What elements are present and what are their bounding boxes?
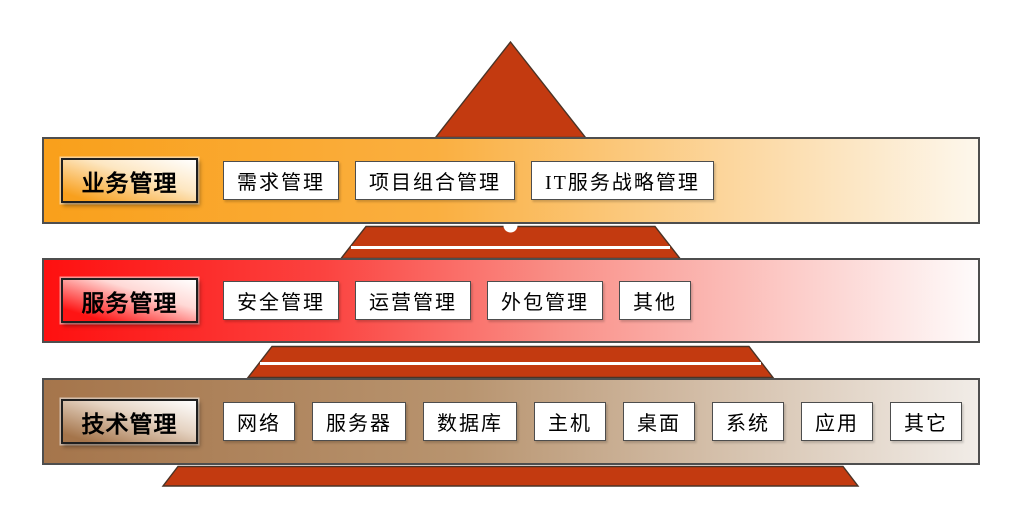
band-service-management: 服务管理 安全管理 运营管理 外包管理 其他 — [42, 258, 980, 343]
item-box: 项目组合管理 — [355, 161, 515, 200]
band-header-technology: 技术管理 — [61, 399, 198, 444]
item-box: 安全管理 — [223, 281, 339, 320]
band-header-service: 服务管理 — [61, 278, 198, 323]
item-box: IT服务战略管理 — [531, 161, 714, 200]
pyramid-base — [161, 465, 860, 487]
item-box: 服务器 — [312, 402, 406, 441]
band-items-business: 需求管理 项目组合管理 IT服务战略管理 — [223, 161, 714, 200]
item-box: 运营管理 — [355, 281, 471, 320]
item-box: 桌面 — [623, 402, 695, 441]
item-box: 数据库 — [423, 402, 517, 441]
band-items-service: 安全管理 运营管理 外包管理 其他 — [223, 281, 691, 320]
item-box: 网络 — [223, 402, 295, 441]
band-technology-management: 技术管理 网络 服务器 数据库 主机 桌面 系统 应用 其它 — [42, 378, 980, 465]
pyramid-apex — [434, 40, 587, 139]
item-box: 主机 — [534, 402, 606, 441]
item-box: 其他 — [619, 281, 691, 320]
band-header-business: 业务管理 — [61, 158, 198, 203]
item-box: 其它 — [890, 402, 962, 441]
band-items-technology: 网络 服务器 数据库 主机 桌面 系统 应用 其它 — [223, 402, 962, 441]
item-box: 系统 — [712, 402, 784, 441]
item-box: 外包管理 — [487, 281, 603, 320]
item-box: 应用 — [801, 402, 873, 441]
item-box: 需求管理 — [223, 161, 339, 200]
band-business-management: 业务管理 需求管理 项目组合管理 IT服务战略管理 — [42, 137, 980, 224]
